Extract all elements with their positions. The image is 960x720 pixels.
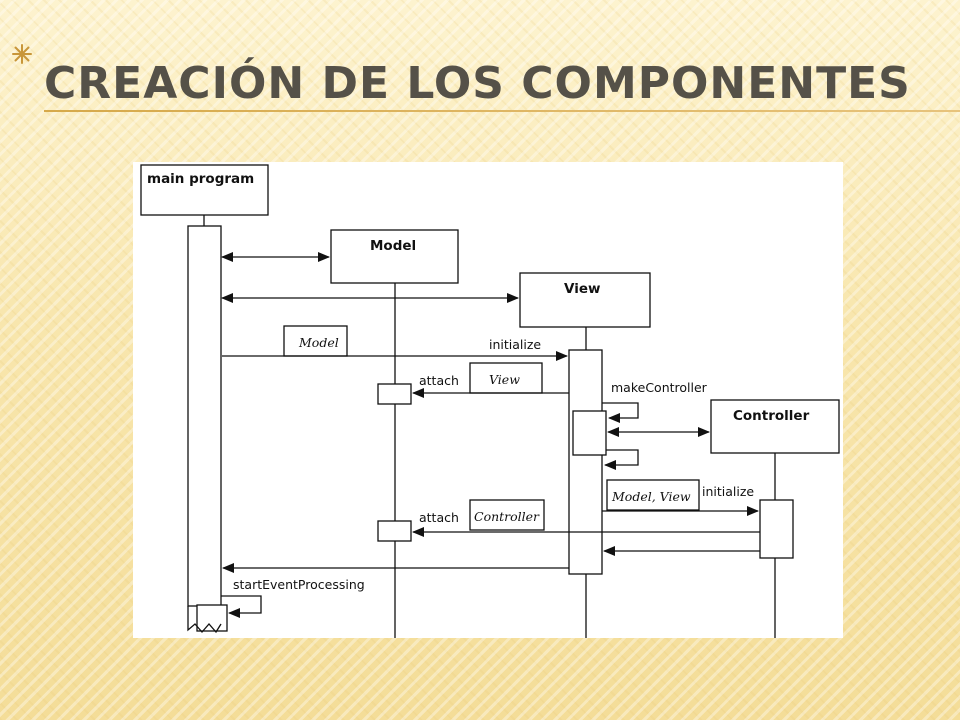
starteventprocessing-label: startEventProcessing bbox=[233, 577, 365, 592]
param-controller-label: Controller bbox=[474, 509, 540, 524]
star-bullet-icon bbox=[12, 44, 32, 64]
param-model-view-label: Model, View bbox=[611, 489, 691, 504]
main-program-box bbox=[140, 164, 269, 216]
main-program-jagged-end bbox=[187, 606, 222, 634]
controller-label: Controller bbox=[733, 408, 810, 424]
initialize-view-label: initialize bbox=[489, 337, 541, 352]
attach-view-label: attach bbox=[419, 373, 459, 388]
model-box bbox=[330, 229, 459, 284]
view-box bbox=[519, 272, 651, 328]
view-label: View bbox=[564, 281, 600, 297]
param-view-label: View bbox=[489, 372, 520, 387]
param-box-controller bbox=[469, 499, 545, 531]
view-activation bbox=[568, 349, 603, 575]
view-makecontroller-activation bbox=[572, 410, 607, 456]
model-attach-activation-2 bbox=[377, 520, 412, 542]
controller-activation bbox=[759, 499, 794, 559]
makecontroller-label: makeController bbox=[611, 380, 708, 395]
param-model-label: Model bbox=[298, 335, 339, 350]
arrow-view-self-return bbox=[604, 449, 639, 470]
initialize-controller-label: initialize bbox=[702, 484, 754, 499]
model-label: Model bbox=[370, 238, 416, 254]
arrow-makecontroller-self bbox=[602, 402, 639, 423]
param-box-view bbox=[469, 362, 543, 394]
main-program-label: main program bbox=[147, 171, 254, 187]
attach-controller-label: attach bbox=[419, 510, 459, 525]
main-program-activation bbox=[187, 225, 222, 607]
model-attach-activation-1 bbox=[377, 383, 412, 405]
sequence-diagram: main program Model View Controller initi… bbox=[133, 162, 843, 638]
controller-box bbox=[710, 399, 840, 454]
param-box-model-view bbox=[606, 479, 700, 511]
title-underline bbox=[44, 110, 960, 112]
slide-title: Creación de los componentes bbox=[44, 58, 911, 109]
arrow-starteventprocessing-self bbox=[221, 595, 262, 618]
